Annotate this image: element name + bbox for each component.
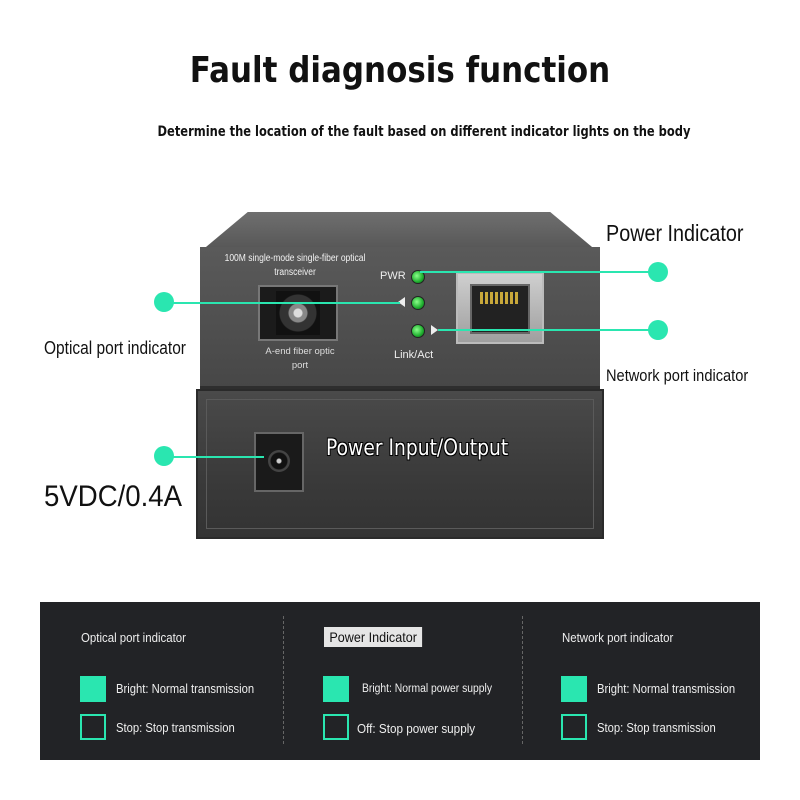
link-act-label: Link/Act [394, 349, 434, 361]
legend-heading-network: Network port indicator [562, 630, 674, 645]
optical-port [258, 285, 338, 341]
stop-square-icon [80, 714, 106, 740]
power-callout-line [420, 271, 660, 273]
indicator-legend-panel: Optical port indicator Bright: Normal tr… [40, 602, 760, 760]
legend-stop-optical: Stop: Stop transmission [116, 721, 235, 735]
network-port-callout: Network port indicator [606, 366, 749, 385]
power-io-label: Power Input/Output [326, 436, 509, 461]
rj45-socket-icon [470, 284, 530, 334]
legend-heading-power: Power Indicator [324, 627, 423, 647]
power-spec-callout: 5VDC/0.4A [44, 480, 183, 513]
legend-divider [283, 616, 284, 744]
legend-stop-power: Off: Stop power supply [357, 721, 476, 736]
bright-square-icon [561, 676, 587, 702]
power-indicator-callout: Power Indicator [606, 220, 744, 246]
pwr-label: PWR [380, 270, 406, 282]
legend-bright-power: Bright: Normal power supply [362, 683, 493, 695]
fiber-connector-icon [276, 291, 320, 335]
arrow-right-icon [431, 325, 438, 335]
page-title: Fault diagnosis function [189, 50, 611, 91]
stop-square-icon [323, 714, 349, 740]
stop-square-icon [561, 714, 587, 740]
network-callout-line [438, 329, 658, 331]
legend-stop-network: Stop: Stop transmission [597, 721, 716, 735]
bright-square-icon [80, 676, 106, 702]
product-label: 100M single-mode single-fiber optical tr… [224, 253, 366, 278]
legend-heading-optical: Optical port indicator [81, 630, 186, 645]
optical-port-label: A-end fiber optic port [265, 346, 335, 371]
arrow-left-icon [398, 297, 405, 307]
rj45-port [456, 272, 544, 344]
power-input-callout-line [164, 456, 264, 458]
device-lower-bezel [206, 399, 594, 529]
network-callout-dot [648, 320, 668, 340]
optical-port-callout: Optical port indicator [44, 338, 186, 358]
device-top [200, 212, 598, 252]
optical-led-icon [411, 296, 425, 310]
legend-bright-network: Bright: Normal transmission [597, 682, 736, 696]
legend-bright-optical: Bright: Normal transmission [116, 682, 255, 696]
legend-divider [522, 616, 523, 744]
dc-power-jack [254, 432, 304, 492]
bright-square-icon [323, 676, 349, 702]
pwr-led-icon [411, 270, 425, 284]
rj45-pins-icon [480, 292, 520, 304]
power-callout-dot [648, 262, 668, 282]
page-subtitle: Determine the location of the fault base… [157, 124, 691, 140]
link-act-led-icon [411, 324, 425, 338]
dc-jack-icon [268, 450, 290, 472]
optical-callout-line [164, 302, 400, 304]
